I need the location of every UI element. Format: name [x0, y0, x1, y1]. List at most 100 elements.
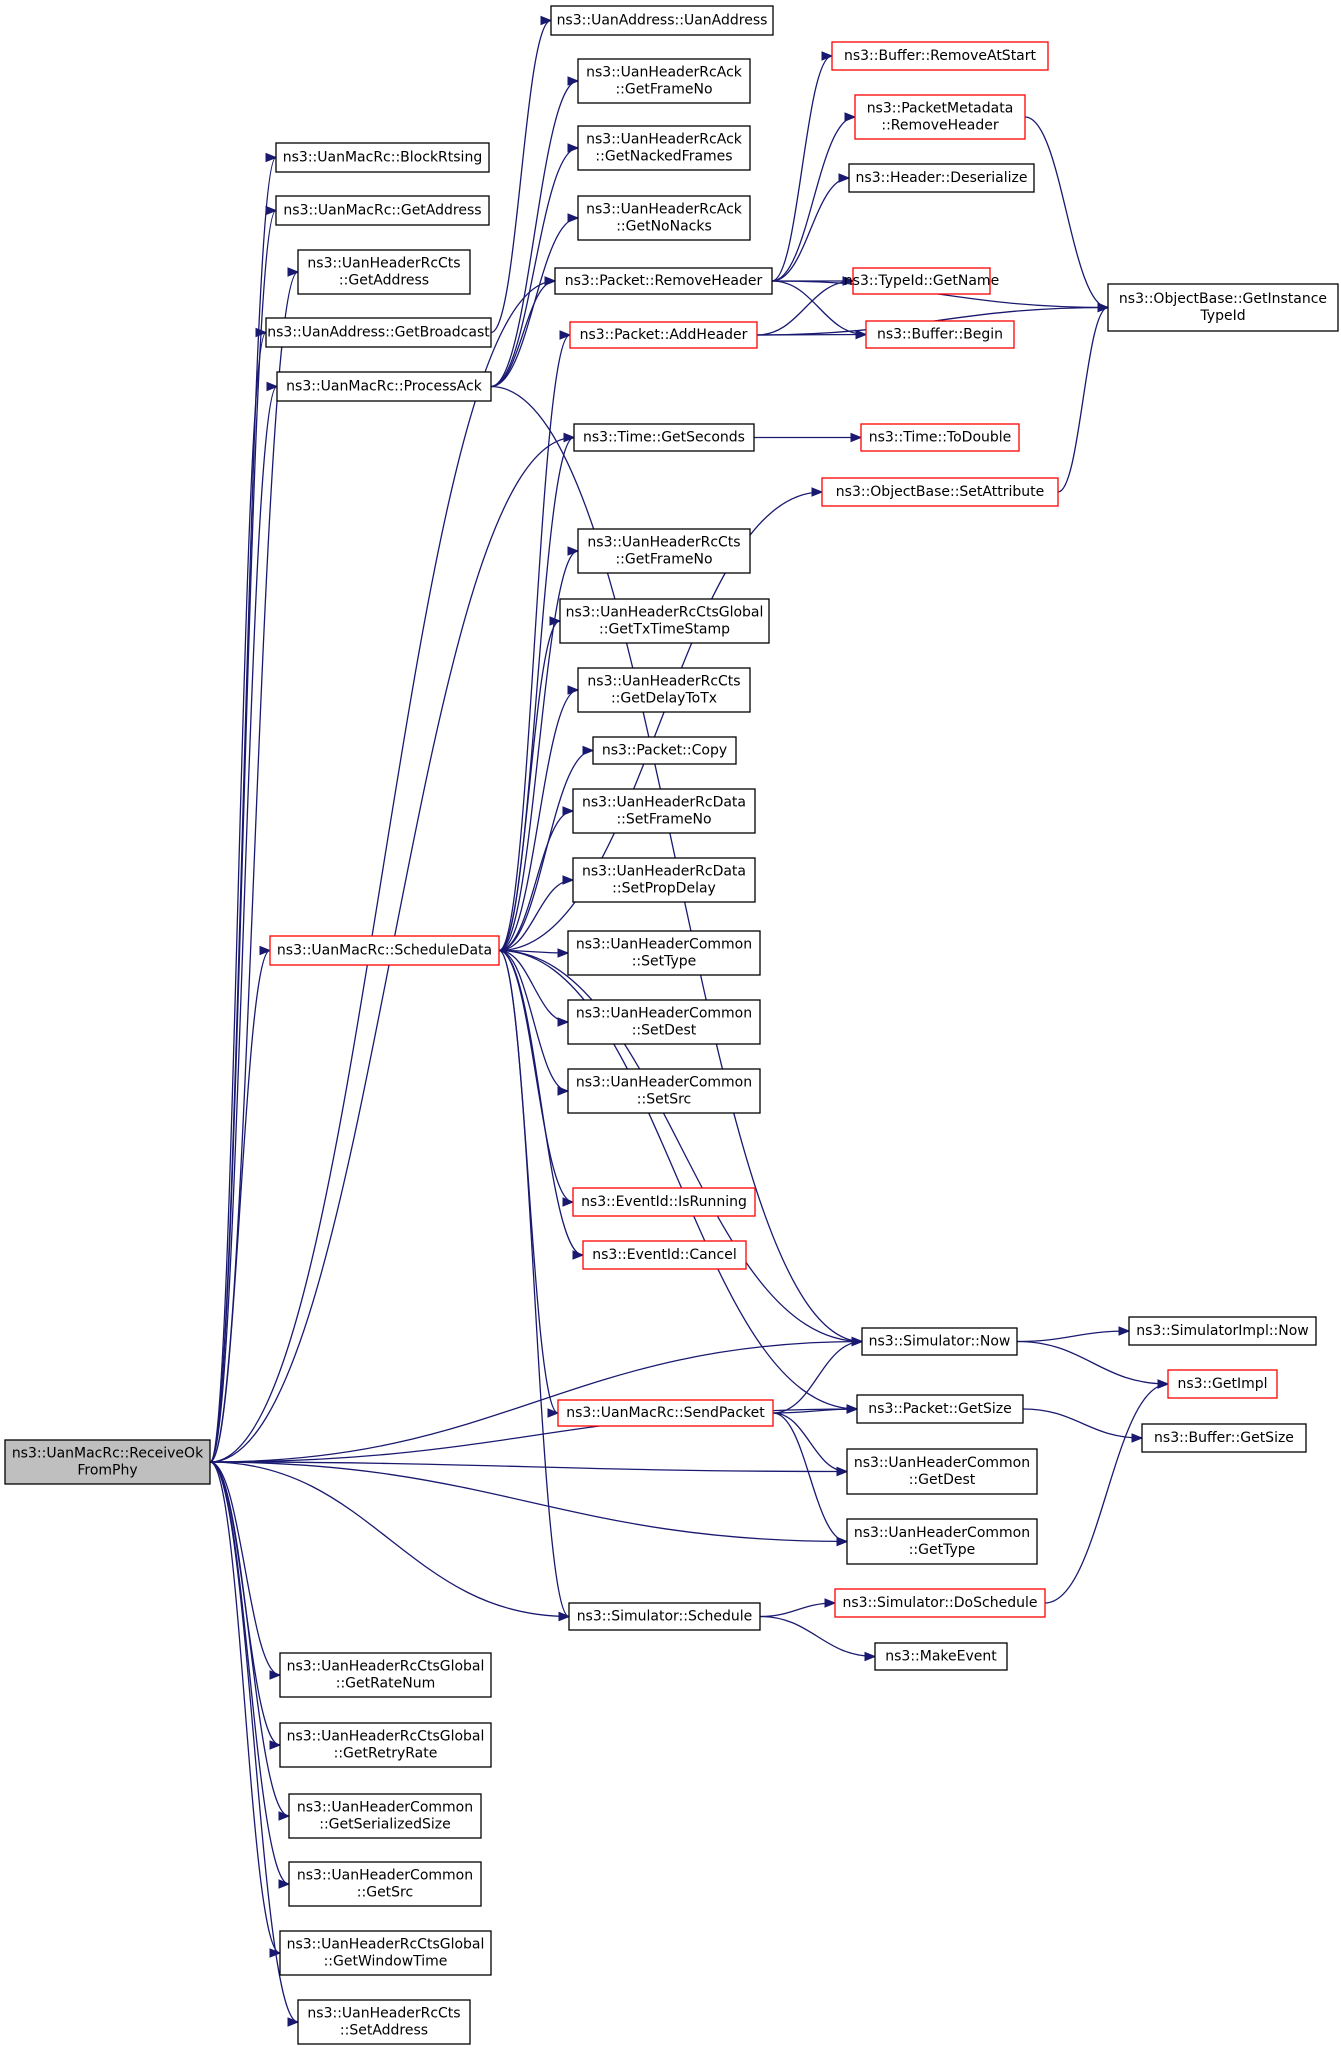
node-buf-getsize[interactable]: ns3::Buffer::GetSize [1141, 1423, 1307, 1453]
edge-line [498, 949, 858, 1410]
node-common-getdest[interactable]: ns3::UanHeaderCommon::GetDest [846, 1448, 1038, 1495]
edge-line [490, 80, 579, 388]
node-box [288, 1861, 482, 1907]
edge-removeheader-to-pm-removeheader [771, 112, 857, 282]
node-common-gettype[interactable]: ns3::UanHeaderCommon::GetType [846, 1518, 1038, 1565]
node-cts-getaddr[interactable]: ns3::UanHeaderRcCts::GetAddress [297, 249, 471, 295]
node-getaddr[interactable]: ns3::UanMacRc::GetAddress [275, 195, 490, 226]
node-sim-doschedule[interactable]: ns3::Simulator::DoSchedule [834, 1588, 1046, 1618]
node-pm-removeheader[interactable]: ns3::PacketMetadata::RemoveHeader [854, 94, 1026, 140]
node-label: ns3::UanHeaderCommon [576, 1075, 752, 1091]
node-label: ::GetAddress [339, 273, 429, 289]
node-getimpl[interactable]: ns3::GetImpl [1167, 1369, 1278, 1399]
node-box [279, 1722, 492, 1768]
edge-line [1022, 1408, 1143, 1439]
node-blockrts[interactable]: ns3::UanMacRc::BlockRtsing [275, 142, 490, 173]
node-buf-begin[interactable]: ns3::Buffer::Begin [865, 320, 1015, 349]
node-ctsg-window[interactable]: ns3::UanHeaderRcCtsGlobal::GetWindowTime [279, 1930, 492, 1976]
node-cts-setaddr[interactable]: ns3::UanHeaderRcCts::SetAddress [297, 1999, 471, 2045]
edge-root-to-cts-setaddr [209, 1461, 300, 2027]
node-ctsg-ratenum[interactable]: ns3::UanHeaderRcCtsGlobal::GetRateNum [279, 1652, 492, 1698]
node-label: ns3::Buffer::GetSize [1154, 1430, 1294, 1446]
node-data-propdelay[interactable]: ns3::UanHeaderRcData::SetPropDelay [572, 857, 756, 903]
node-ack-frameno[interactable]: ns3::UanHeaderRcAck::GetFrameNo [577, 58, 751, 104]
edge-schedule-data-to-common-setsrc [498, 949, 570, 1096]
node-typeid-getname[interactable]: ns3::TypeId::GetName [844, 267, 999, 295]
node-ctsg-retry[interactable]: ns3::UanHeaderRcCtsGlobal::GetRetryRate [279, 1722, 492, 1768]
node-box [559, 598, 770, 644]
edge-line [209, 280, 556, 1463]
node-makeevent[interactable]: ns3::MakeEvent [874, 1642, 1008, 1671]
node-box [573, 423, 755, 452]
node-label: ns3::UanHeaderRcCts [307, 2006, 460, 2022]
node-label: ns3::UanHeaderRcAck [586, 132, 743, 148]
node-ob-setattr[interactable]: ns3::ObjectBase::SetAttribute [821, 477, 1059, 507]
edge-arrowhead [846, 1404, 859, 1414]
node-removeheader[interactable]: ns3::Packet::RemoveHeader [554, 267, 773, 295]
edge-removeheader-to-buf-begin [771, 280, 868, 340]
node-ack-nonacks[interactable]: ns3::UanHeaderRcAck::GetNoNacks [577, 195, 751, 241]
edge-arrowhead [559, 330, 572, 340]
node-box [269, 935, 500, 966]
node-getseconds[interactable]: ns3::Time::GetSeconds [573, 423, 755, 452]
node-cancel[interactable]: ns3::EventId::Cancel [582, 1240, 747, 1270]
edge-arrowhead [557, 1086, 570, 1096]
node-sim-now[interactable]: ns3::Simulator::Now [861, 1327, 1018, 1356]
edge-line [759, 1615, 876, 1658]
node-cts-delay[interactable]: ns3::UanHeaderRcCts::GetDelayToTx [577, 667, 751, 713]
node-label: ns3::EventId::Cancel [592, 1247, 737, 1263]
node-common-setsrc[interactable]: ns3::UanHeaderCommon::SetSrc [567, 1068, 761, 1114]
node-label: ns3::UanMacRc::ReceiveOk [12, 1446, 204, 1462]
node-label: ns3::Header::Deserialize [856, 170, 1028, 186]
edge-arrowhead [540, 15, 553, 26]
node-label: ::GetRateNum [336, 1676, 435, 1692]
node-simimpl-now[interactable]: ns3::SimulatorImpl::Now [1128, 1316, 1317, 1346]
node-common-setdest[interactable]: ns3::UanHeaderCommon::SetDest [567, 999, 761, 1045]
node-label: ns3::UanHeaderRcAck [586, 65, 743, 81]
node-common-settype[interactable]: ns3::UanHeaderCommon::SetType [567, 930, 761, 976]
node-uanaddr[interactable]: ns3::UanAddress::UanAddress [550, 5, 774, 36]
edge-arrowhead [278, 1879, 291, 1889]
node-schedule-data[interactable]: ns3::UanMacRc::ScheduleData [269, 935, 500, 966]
edge-line [771, 116, 856, 282]
edge-arrowhead [562, 806, 575, 816]
node-ctsg-txts[interactable]: ns3::UanHeaderRcCtsGlobal::GetTxTimeStam… [559, 598, 770, 644]
node-hdr-deserialize[interactable]: ns3::Header::Deserialize [848, 163, 1035, 193]
edge-line [498, 949, 584, 1256]
node-addheader[interactable]: ns3::Packet::AddHeader [569, 321, 758, 349]
edge-line [772, 1340, 863, 1414]
node-pkt-getsize[interactable]: ns3::Packet::GetSize [856, 1394, 1024, 1424]
node-label: ::GetNoNacks [616, 219, 712, 235]
node-common-getsrc[interactable]: ns3::UanHeaderCommon::GetSrc [288, 1861, 482, 1907]
edge-line [498, 949, 863, 1343]
node-label: ::GetSerializedSize [319, 1817, 450, 1833]
node-isrunning[interactable]: ns3::EventId::IsRunning [572, 1187, 756, 1217]
node-box [569, 321, 758, 349]
node-sendpacket[interactable]: ns3::UanMacRc::SendPacket [557, 1399, 774, 1427]
node-sim-schedule[interactable]: ns3::Simulator::Schedule [568, 1602, 761, 1631]
node-label: ns3::UanAddress::GetBroadcast [267, 325, 490, 341]
edge-sim-now-to-getimpl [1016, 1340, 1170, 1389]
node-ack-nacked[interactable]: ns3::UanHeaderRcAck::GetNackedFrames [577, 125, 751, 171]
edge-line [209, 949, 271, 1463]
edge-line [209, 156, 277, 1463]
node-label: ::SetSrc [637, 1092, 691, 1108]
node-label: ns3::Packet::Copy [602, 743, 727, 759]
node-pkt-copy[interactable]: ns3::Packet::Copy [592, 736, 737, 765]
node-processack[interactable]: ns3::UanMacRc::ProcessAck [276, 371, 492, 402]
edge-line [498, 550, 579, 952]
node-getbcast[interactable]: ns3::UanAddress::GetBroadcast [265, 317, 492, 348]
node-cts-frameno[interactable]: ns3::UanHeaderRcCts::GetFrameNo [577, 528, 751, 574]
edge-line [756, 280, 854, 336]
node-box [567, 1068, 761, 1114]
node-buf-removeatstart[interactable]: ns3::Buffer::RemoveAtStart [831, 41, 1049, 71]
node-time-todouble[interactable]: ns3::Time::ToDouble [860, 423, 1020, 452]
node-label: ns3::UanMacRc::ProcessAck [286, 379, 483, 395]
edge-line [772, 1412, 848, 1543]
node-common-sersize[interactable]: ns3::UanHeaderCommon::GetSerializedSize [288, 1793, 482, 1839]
node-data-frameno[interactable]: ns3::UanHeaderRcData::SetFrameNo [572, 788, 756, 834]
node-label: ns3::UanHeaderRcCtsGlobal [287, 1729, 485, 1745]
